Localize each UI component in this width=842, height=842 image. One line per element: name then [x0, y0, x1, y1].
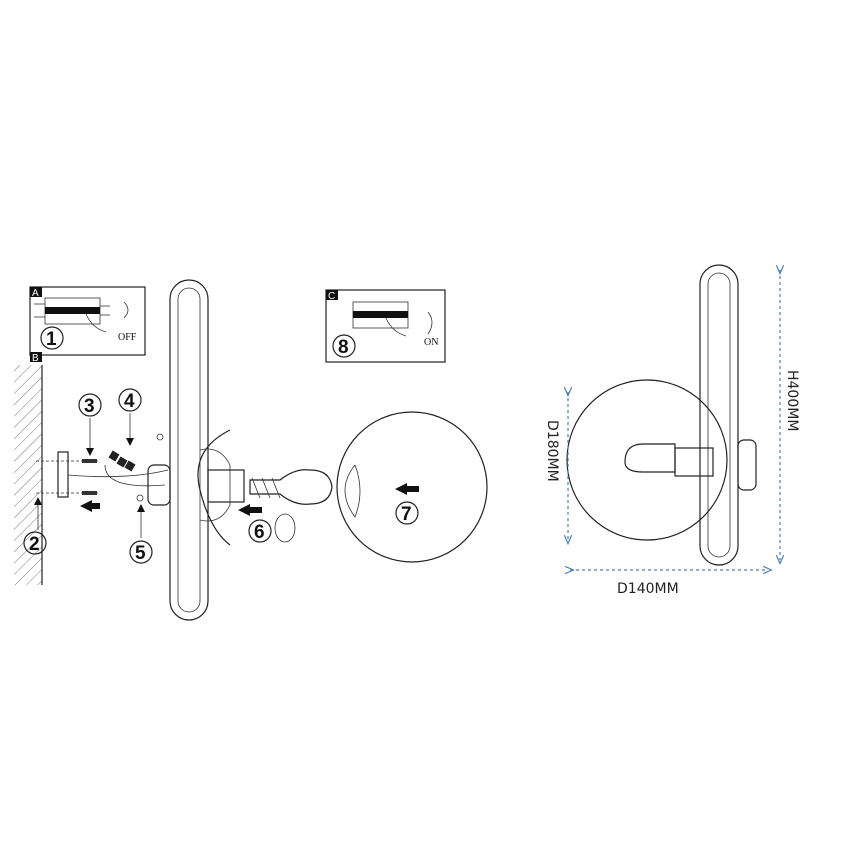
step-6-label: 6	[254, 522, 265, 543]
assembled-lamp	[566, 264, 757, 566]
diagram-stroke	[30, 287, 42, 297]
diagram-stroke	[124, 460, 136, 472]
diagram-stroke	[197, 429, 231, 546]
on-label: ON	[424, 337, 438, 348]
diagram-stroke	[207, 469, 245, 503]
height-label: H400MM	[784, 370, 800, 431]
diagram-stroke	[707, 272, 731, 558]
diagram-stroke	[118, 388, 142, 412]
diagram-stroke	[108, 450, 120, 462]
diagram-stroke	[325, 289, 446, 363]
diagram-stroke	[82, 459, 97, 463]
panel-c-tab: C	[328, 291, 335, 302]
diagram-stroke	[249, 469, 333, 505]
step-5-label: 5	[135, 543, 146, 564]
diagram-stroke	[30, 352, 42, 362]
diagram-stroke	[129, 540, 153, 564]
panel-a-breaker-off: A 1 OFF	[29, 286, 146, 356]
twist-arrow-icon	[274, 513, 296, 543]
diagram-stroke	[326, 290, 338, 300]
diagram-stroke	[385, 317, 407, 337]
diagram-stroke	[336, 411, 488, 563]
step-8-label: 8	[338, 337, 349, 358]
diagram-stroke	[86, 448, 94, 456]
panel-c-breaker-on: C 8 ON	[325, 289, 446, 363]
glass-globe	[336, 411, 488, 563]
diagram-stroke	[104, 464, 166, 487]
step-3-label: 3	[84, 396, 95, 417]
step-markers: 2 3 4 5 6 7	[23, 388, 419, 564]
step-1-circle	[40, 326, 64, 350]
diagram-stroke	[395, 483, 419, 495]
diagram-stroke	[23, 531, 47, 555]
diagram-stroke	[566, 379, 728, 541]
diagram-stroke	[332, 334, 356, 358]
diagram-stroke	[395, 501, 419, 525]
screw-icon	[136, 494, 144, 502]
push-arrow-icon	[80, 500, 100, 512]
step-2-label: 2	[29, 534, 40, 555]
lamp-backplate-exploded	[136, 279, 245, 621]
diagram-stroke	[116, 456, 128, 468]
globe-diameter-label: D180MM	[544, 420, 560, 482]
bulb	[249, 469, 333, 505]
panel-b-tab: B	[32, 353, 39, 364]
diagram-stroke	[624, 443, 676, 473]
mounting-bracket	[36, 450, 169, 498]
step-1-label: 1	[46, 329, 57, 350]
diagram-stroke	[674, 447, 714, 477]
push-arrow-icon	[238, 504, 262, 516]
step-4-label: 4	[124, 391, 135, 412]
diagram-stroke	[67, 469, 169, 478]
diagram-stroke	[353, 311, 408, 318]
diagram-stroke	[169, 279, 209, 621]
diagram-stroke	[737, 439, 757, 491]
diagram-stroke	[34, 497, 42, 505]
hand-icon	[85, 313, 107, 333]
off-label: OFF	[118, 332, 137, 343]
diagram-stroke	[147, 464, 171, 506]
depth-label: D140MM	[617, 581, 679, 597]
diagram-stroke	[137, 504, 145, 512]
diagram-stroke	[177, 287, 201, 613]
diagram-stroke	[248, 519, 272, 543]
diagram-stroke	[29, 286, 146, 356]
breaker-icon	[34, 297, 110, 325]
diagram-stroke	[344, 464, 361, 518]
diagram-stroke	[57, 451, 69, 498]
rotate-arrow-icon	[427, 311, 433, 335]
diagram-stroke	[126, 438, 134, 446]
wall	[14, 365, 42, 585]
diagram-stroke	[251, 477, 281, 499]
diagram-stroke	[45, 307, 100, 314]
panel-a-tab: A	[32, 288, 39, 299]
diagram-stroke	[699, 264, 739, 566]
diagram-stroke	[78, 393, 102, 417]
rotate-arrow-icon	[123, 301, 129, 319]
diagram-stroke	[82, 491, 97, 495]
diagram-stroke	[199, 448, 231, 522]
step-7-label: 7	[401, 504, 412, 525]
screw-icon	[156, 433, 164, 441]
